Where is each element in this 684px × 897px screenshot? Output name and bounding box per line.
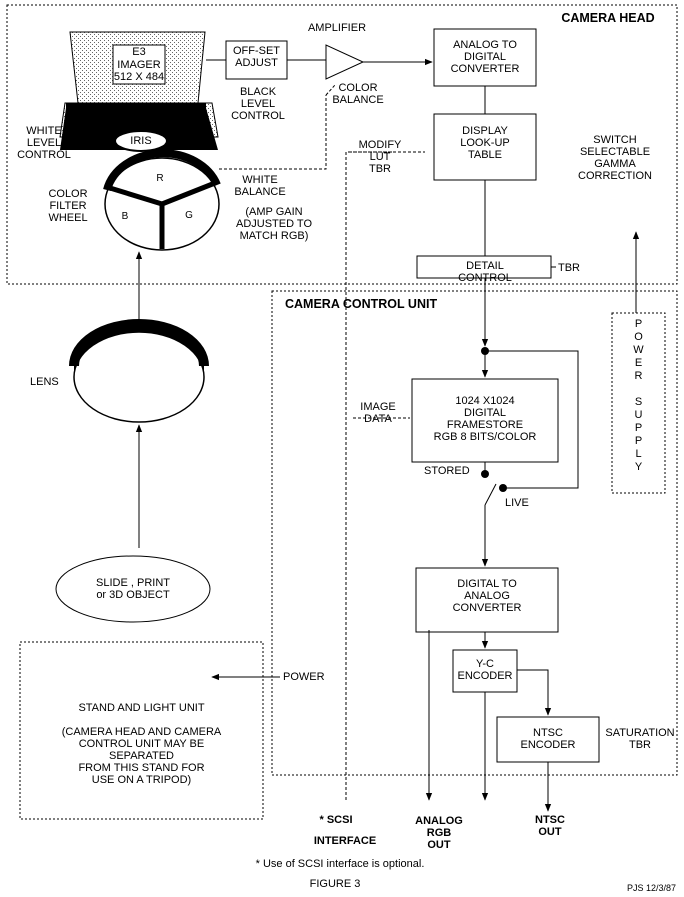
wheel-b-label: B <box>121 211 129 222</box>
ntsc-out-label: NTSC OUT <box>535 814 565 838</box>
display-lut-label: DISPLAY LOOK-UP TABLE <box>460 125 510 161</box>
imager-block <box>59 31 219 150</box>
footnote: * Use of SCSI interface is optional. <box>255 858 425 870</box>
analog-rgb-out-label: ANALOG RGB OUT <box>415 815 463 851</box>
power-supply-box <box>611 312 666 494</box>
amplifier-label: AMPLIFIER <box>307 22 367 34</box>
white-level-control-label: WHITE LEVEL CONTROL <box>17 125 71 161</box>
stand-light-unit-region <box>19 641 264 820</box>
stored-label: STORED <box>424 465 470 477</box>
framestore-label: 1024 X1024 DIGITAL FRAMESTORE RGB 8 BITS… <box>433 395 537 443</box>
image-data-label: IMAGE DATA <box>360 401 396 425</box>
modify-lut-label: MODIFY LUT TBR <box>358 139 402 175</box>
lens-label: LENS <box>30 376 59 388</box>
object-ellipse <box>55 555 211 623</box>
offset-adjust-label: OFF-SET ADJUST <box>232 45 281 69</box>
junction-dot <box>481 347 489 355</box>
camera-head-region <box>6 4 678 285</box>
framestore-box <box>411 378 559 463</box>
power-supply-label: P O W E R S U P P L Y <box>633 318 644 473</box>
ccu-title: CAMERA CONTROL UNIT <box>285 297 438 311</box>
amp-gain-label: (AMP GAIN ADJUSTED TO MATCH RGB) <box>236 206 312 242</box>
lens <box>69 319 209 423</box>
live-label: LIVE <box>505 497 529 509</box>
camera-control-unit-region <box>271 290 678 776</box>
figure-label: FIGURE 3 <box>309 878 361 890</box>
saturation-label: SATURATION TBR <box>605 727 675 751</box>
yc-encoder-box <box>452 649 518 693</box>
stand-title: STAND AND LIGHT UNIT <box>78 702 205 714</box>
color-balance-label: COLOR BALANCE <box>332 82 384 106</box>
dac-box <box>415 567 559 633</box>
white-balance-label: WHITE BALANCE <box>234 174 286 198</box>
camera-head-title: CAMERA HEAD <box>561 11 655 25</box>
ntsc-encoder-box <box>496 716 600 763</box>
object-label: SLIDE , PRINT or 3D OBJECT <box>96 577 170 601</box>
adc-label: ANALOG TO DIGITAL CONVERTER <box>450 39 520 75</box>
adc-box <box>433 28 537 87</box>
detail-tbr-label: TBR <box>558 262 580 274</box>
black-level-control-label: BLACK LEVEL CONTROL <box>231 86 285 122</box>
detail-control-label: DETAIL CONTROL <box>458 260 512 284</box>
offset-adjust-box <box>225 40 288 80</box>
signature: PJS 12/3/87 <box>626 883 676 893</box>
wheel-r-label: R <box>156 173 164 184</box>
control-paths <box>219 84 425 800</box>
scsi-label: * SCSI <box>319 814 353 826</box>
amplifier-symbol <box>325 44 365 80</box>
wheel-g-label: G <box>185 210 193 221</box>
live-dot <box>499 484 507 492</box>
iris-label: IRIS <box>130 135 152 147</box>
yc-encoder-label: Y-C ENCODER <box>457 658 513 682</box>
stand-note: (CAMERA HEAD AND CAMERA CONTROL UNIT MAY… <box>61 726 222 786</box>
color-filter-wheel-label: COLOR FILTER WHEEL <box>48 188 88 224</box>
power-label: POWER <box>283 671 325 683</box>
dac-label: DIGITAL TO ANALOG CONVERTER <box>452 578 522 614</box>
imager-line1: E3 <box>132 46 146 58</box>
imager-line3: 512 X 484 <box>113 71 165 83</box>
ntsc-encoder-label: NTSC ENCODER <box>520 727 576 751</box>
imager-line2: IMAGER <box>117 59 161 71</box>
interface-label: INTERFACE <box>313 835 377 847</box>
switch-gamma-label: SWITCH SELECTABLE GAMMA CORRECTION <box>578 134 652 182</box>
stored-dot <box>481 470 489 478</box>
color-filter-wheel <box>103 130 221 251</box>
signal-paths <box>135 58 640 812</box>
